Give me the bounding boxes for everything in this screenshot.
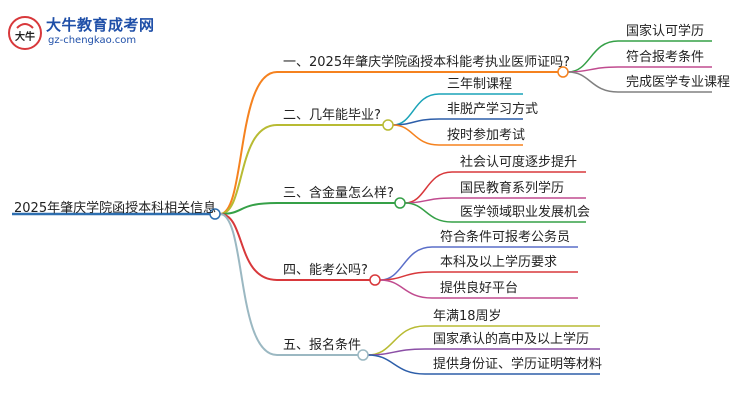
leaf-label: 按时参加考试 <box>447 128 526 143</box>
leaf-connector <box>367 348 426 356</box>
leaf-connector <box>392 118 440 126</box>
root-node <box>209 208 221 220</box>
branch-node <box>557 66 569 78</box>
logo-badge-icon: 大牛 <box>8 16 42 50</box>
branch-connector <box>219 213 278 281</box>
logo-title: 大牛教育成考网 <box>46 16 155 34</box>
leaf-label: 非脱产学习方式 <box>447 102 539 117</box>
leaf-label: 三年制课程 <box>447 77 513 92</box>
leaf-label: 国民教育系列学历 <box>460 181 565 196</box>
logo-badge-text: 大牛 <box>15 30 35 43</box>
branch-label: 五、报名条件 <box>283 338 362 353</box>
leaf-connector <box>367 354 426 375</box>
branch-connector <box>219 124 278 215</box>
branch-label: 四、能考公吗? <box>283 263 368 278</box>
branch-connector <box>219 71 278 215</box>
branch-label: 二、几年能毕业? <box>283 108 381 123</box>
logo-url: gz-chengkao.com <box>48 35 137 46</box>
leaf-label: 提供身份证、学历证明等材料 <box>433 357 603 372</box>
branch-node <box>369 274 381 286</box>
leaf-connector <box>379 279 433 299</box>
root-topic: 2025年肇庆学院函授本科相关信息 <box>14 201 217 216</box>
leaf-label: 完成医学专业课程 <box>626 75 731 90</box>
branch-label: 三、含金量怎么样? <box>283 186 394 201</box>
branch-connector <box>219 202 278 215</box>
leaf-connector <box>567 71 619 93</box>
leaf-label: 年满18周岁 <box>433 309 502 324</box>
branch-node <box>382 119 394 131</box>
leaf-label: 医学领域职业发展机会 <box>460 205 591 220</box>
branch-node <box>357 349 369 361</box>
branch-label: 一、2025年肇庆学院函授本科能考执业医师证吗? <box>283 55 570 70</box>
leaf-connector <box>404 202 453 223</box>
site-logo[interactable]: 大牛 大牛教育成考网 gz-chengkao.com <box>8 8 178 54</box>
leaf-connector <box>392 124 440 146</box>
leaf-connector <box>392 93 440 126</box>
leaf-connector <box>404 197 453 204</box>
leaf-connector <box>567 66 619 73</box>
leaf-label: 国家认可学历 <box>626 24 705 39</box>
branch-node <box>394 197 406 209</box>
branch-connector <box>219 213 278 356</box>
leaf-label: 符合条件可报考公务员 <box>440 230 571 245</box>
leaf-label: 国家承认的高中及以上学历 <box>433 332 590 347</box>
leaf-label: 社会认可度逐步提升 <box>460 155 578 170</box>
leaf-label: 提供良好平台 <box>440 281 519 296</box>
leaf-label: 符合报考条件 <box>626 50 705 65</box>
leaf-label: 本科及以上学历要求 <box>440 255 558 270</box>
leaf-connector <box>367 325 426 356</box>
